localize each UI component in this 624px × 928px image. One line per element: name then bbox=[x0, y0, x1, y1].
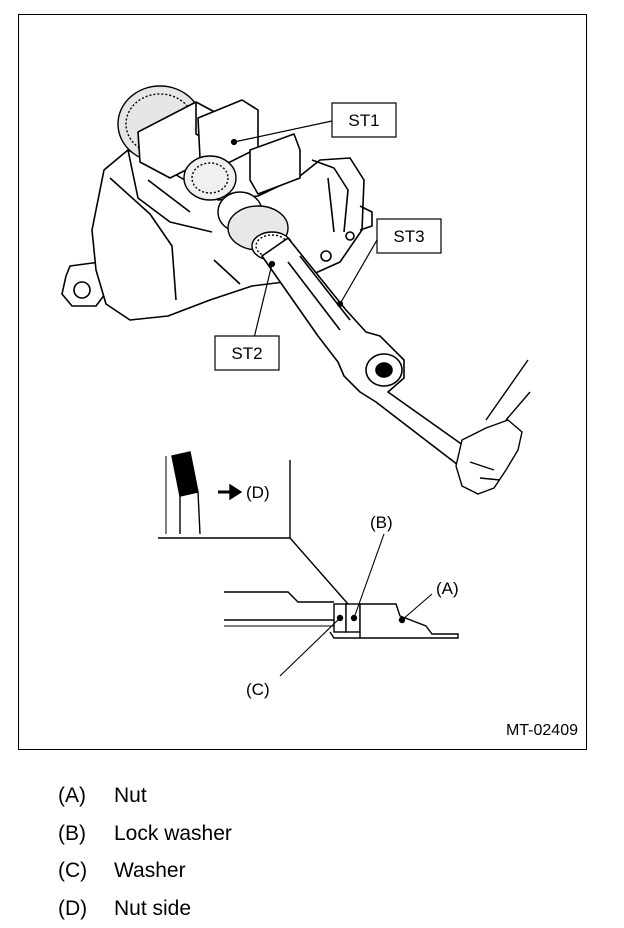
label-st2: ST2 bbox=[231, 344, 262, 363]
legend-item: (D) Nut side bbox=[58, 890, 232, 928]
callout-st2: ST2 bbox=[214, 335, 280, 371]
legend-text: Nut bbox=[114, 784, 147, 807]
figure-frame bbox=[18, 14, 587, 750]
label-st3: ST3 bbox=[393, 227, 424, 246]
detail-view bbox=[158, 451, 459, 677]
legend-item: (A) Nut bbox=[58, 777, 232, 815]
legend-item: (C) Washer bbox=[58, 852, 232, 890]
legend-item: (B) Lock washer bbox=[58, 815, 232, 853]
label-st1: ST1 bbox=[348, 111, 379, 130]
label-d: (D) bbox=[246, 483, 270, 502]
callout-st3: ST3 bbox=[376, 218, 442, 254]
figure-code: MT-02409 bbox=[505, 722, 578, 739]
legend-key: (D) bbox=[58, 896, 88, 920]
vise-jaws bbox=[137, 99, 301, 213]
label-a: (A) bbox=[436, 579, 459, 598]
legend-text: Nut side bbox=[114, 896, 192, 920]
leader-lines bbox=[230, 120, 378, 339]
hand bbox=[455, 359, 531, 495]
torque-wrench bbox=[261, 237, 499, 489]
legend-text: Lock washer bbox=[114, 821, 232, 845]
callout-st1: ST1 bbox=[331, 102, 397, 138]
label-c: (C) bbox=[246, 680, 270, 699]
legend-key: (A) bbox=[58, 784, 86, 807]
legend: (A) Nut (B) Lock washer (C) Washer (D) N… bbox=[58, 777, 232, 927]
shaft-assembly bbox=[183, 155, 293, 261]
legend-key: (B) bbox=[58, 821, 86, 845]
legend-key: (C) bbox=[58, 859, 88, 882]
label-b: (B) bbox=[370, 513, 393, 532]
legend-text: Washer bbox=[114, 859, 186, 882]
